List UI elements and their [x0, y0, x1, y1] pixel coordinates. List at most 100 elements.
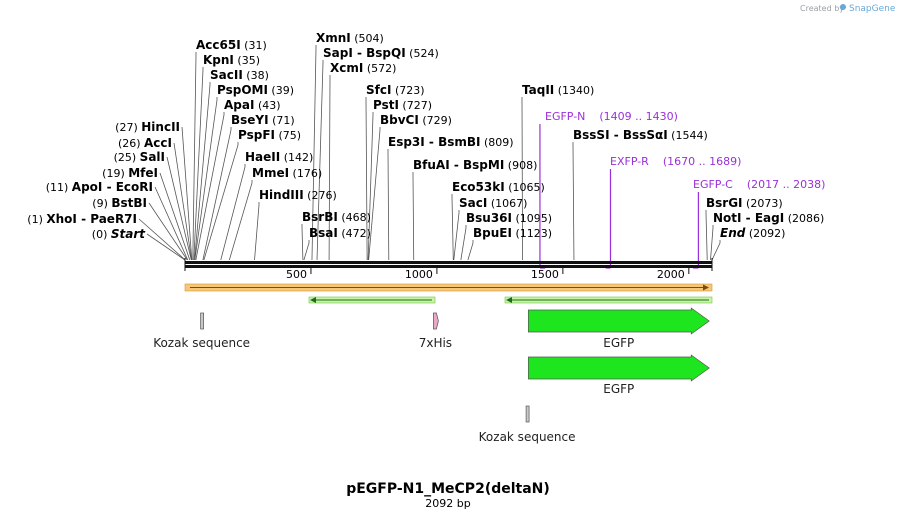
site-name: Eco53kI	[452, 180, 505, 194]
site-position: (1340)	[554, 84, 594, 97]
restriction-site-label: (25) SalI	[114, 150, 165, 164]
restriction-site-label: BbvCI (729)	[380, 113, 452, 127]
primer-label: EXFP-R(1670 .. 1689)	[610, 155, 741, 168]
green-band-1-head	[310, 297, 316, 303]
site-leader	[467, 240, 474, 261]
site-position: (35)	[234, 54, 260, 67]
snapgene-logo-icon	[840, 4, 846, 10]
restriction-site-label: PspFI (75)	[238, 128, 301, 142]
site-name-separator: -	[610, 128, 623, 142]
site-leader	[194, 82, 211, 261]
site-name: PspFI	[238, 128, 275, 142]
site-name-separator: -	[77, 212, 90, 226]
site-leader	[367, 112, 374, 261]
feature-kozak-sequence: Kozak sequence	[479, 405, 576, 444]
site-name: BpuEI	[473, 226, 512, 240]
site-leader-lines	[138, 45, 721, 261]
restriction-site-label: BssSI - BssSαI (1544)	[573, 128, 708, 142]
restriction-site-label: MmeI (176)	[252, 166, 322, 180]
site-leader	[328, 75, 331, 261]
restriction-site-label: SapI - BspQI (524)	[323, 46, 439, 60]
site-position: (176)	[289, 167, 322, 180]
site-position: (9)	[92, 197, 111, 210]
site-name-separator: -	[425, 135, 438, 149]
site-position: (472)	[338, 227, 371, 240]
site-position: (727)	[399, 99, 432, 112]
site-name: BsrBI	[302, 210, 338, 224]
primer-egfp-c: EGFP-C(2017 .. 2038)	[693, 178, 825, 269]
site-name: BspQI	[366, 46, 406, 60]
restriction-site-label: SacI (1067)	[459, 196, 527, 210]
primer-exfp-r: EXFP-R(1670 .. 1689)	[605, 155, 741, 269]
site-name: Bsu36I	[466, 211, 512, 225]
restriction-site-label: HaeII (142)	[245, 150, 313, 164]
restriction-site-label: BfuAI - BspMI (908)	[413, 158, 537, 172]
site-name: EagI	[755, 211, 784, 225]
site-leader	[412, 172, 415, 261]
site-name: KpnI	[203, 53, 234, 67]
site-name: MmeI	[252, 166, 289, 180]
map-title: pEGFP-N1_MeCP2(deltaN)	[346, 481, 550, 497]
restriction-site-label: SfcI (723)	[366, 83, 425, 97]
site-position: (26)	[118, 137, 144, 150]
restriction-site-label: BsrGI (2073)	[706, 196, 783, 210]
restriction-site-label: Bsu36I (1095)	[466, 211, 552, 225]
feature-egfp: EGFP	[528, 354, 710, 396]
primer-range: (1409 .. 1430)	[599, 110, 678, 123]
site-name: Acc65I	[196, 38, 241, 52]
site-leader	[166, 156, 192, 261]
site-position: (38)	[243, 69, 269, 82]
site-name: PaeR7I	[90, 212, 137, 226]
site-name: BsmBI	[438, 135, 480, 149]
site-position: (809)	[481, 136, 514, 149]
primer-range: (1670 .. 1689)	[663, 155, 742, 168]
site-position: (19)	[102, 167, 128, 180]
site-name: NotI	[713, 211, 742, 225]
site-leader	[203, 142, 239, 261]
feature-arrow	[433, 312, 439, 330]
restriction-site-label: (0) Start	[92, 227, 146, 241]
site-name: BspMI	[463, 158, 504, 172]
site-name: XhoI	[46, 212, 77, 226]
site-leader	[154, 186, 189, 261]
restriction-site-label: BseYI (71)	[231, 113, 295, 127]
site-position: (43)	[254, 99, 280, 112]
site-name: PspOMI	[217, 83, 268, 97]
site-name: SalI	[140, 150, 165, 164]
site-leader	[173, 142, 192, 261]
map-length: 2092 bp	[425, 497, 470, 510]
green-band-2-head	[506, 297, 512, 303]
site-leader	[303, 240, 310, 261]
site-position: (2086)	[784, 212, 824, 225]
feature-kozak-sequence: Kozak sequence	[153, 312, 250, 350]
restriction-site-label: (26) AccI	[118, 136, 172, 150]
site-name-separator: -	[353, 46, 366, 60]
restriction-site-label: SacII (38)	[210, 68, 269, 82]
ruler-tick-label: 1000	[405, 268, 433, 281]
site-leader	[138, 218, 186, 261]
site-name: Esp3I	[388, 135, 425, 149]
restriction-site-label: BsrBI (468)	[302, 210, 371, 224]
site-position: (572)	[363, 62, 396, 75]
site-name: TaqII	[522, 83, 554, 97]
site-position: (908)	[504, 159, 537, 172]
site-name: XcmI	[330, 61, 363, 75]
primer-annotations: EGFP-N(1409 .. 1430) EXFP-R(1670 .. 1689)…	[539, 110, 825, 269]
site-position: (1065)	[505, 181, 545, 194]
site-position: (729)	[419, 114, 452, 127]
restriction-site-label: HindIII (276)	[259, 188, 337, 202]
credit-prefix: Created by	[800, 4, 844, 13]
feature-label: EGFP	[603, 336, 634, 350]
site-name: SacI	[459, 196, 487, 210]
site-position: (71)	[269, 114, 295, 127]
site-leader	[220, 164, 246, 261]
primer-label: EGFP-N(1409 .. 1430)	[545, 110, 678, 123]
feature-label: EGFP	[603, 382, 634, 396]
site-name: BssSI	[573, 128, 610, 142]
site-name: ApoI	[72, 180, 103, 194]
site-position: (142)	[280, 151, 313, 164]
site-leader	[316, 60, 324, 261]
restriction-site-label: XmnI (504)	[316, 31, 384, 45]
site-name: HaeII	[245, 150, 280, 164]
